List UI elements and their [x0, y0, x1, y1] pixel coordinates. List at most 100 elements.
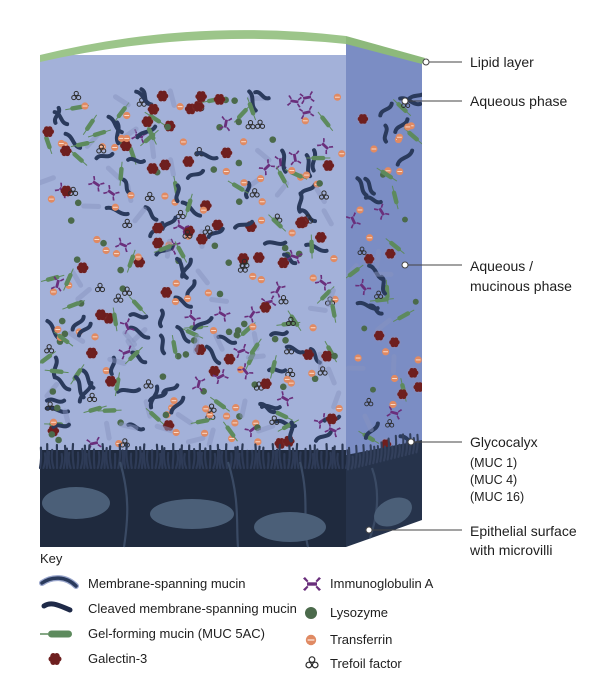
transferrin-molecule [222, 167, 230, 176]
aqueous-side-face [346, 42, 422, 455]
galectin-3-molecule [314, 231, 327, 243]
galectin-3-molecule [260, 378, 272, 390]
transferrin-molecule [49, 288, 58, 296]
faded-mucin [326, 366, 337, 386]
immunoglobulin-a-molecule [114, 237, 132, 253]
cell-nucleus [42, 487, 110, 519]
immunoglobulin-a-molecule [118, 345, 135, 360]
transferrin-molecule [170, 397, 178, 405]
galectin-3-molecule [325, 413, 338, 425]
galectin-3-molecule [302, 349, 315, 360]
gel-mucin-molecule [83, 405, 107, 414]
lysozyme-molecule [231, 97, 238, 104]
immunoglobulin-a-molecule [355, 278, 372, 296]
cleaved-mucin-molecule [233, 219, 255, 230]
trefoil-factor-molecule [374, 290, 384, 299]
galectin-3-molecule [147, 103, 160, 115]
lysozyme-molecule [117, 266, 124, 274]
lysozyme-molecule [279, 383, 287, 391]
transferrin-molecule [123, 134, 131, 143]
glycocalyx-muc1: (MUC 1) [470, 456, 518, 470]
transferrin-molecule [206, 411, 214, 419]
transferrin-molecule [309, 274, 317, 282]
transferrin-molecule [112, 250, 121, 258]
immunoglobulin-a-molecule [346, 212, 361, 229]
transferrin-molecule [239, 138, 248, 146]
cleaved-mucin-molecule [216, 334, 238, 345]
faded-mucin [167, 88, 177, 108]
callout-lines [365, 58, 462, 534]
transferrin-molecule [254, 438, 262, 446]
gel-mucin-molecule [309, 234, 315, 259]
immunoglobulin-a-molecule [316, 138, 334, 155]
faded-mucin [175, 412, 194, 426]
transferrin-molecule [49, 418, 58, 426]
key-title: Key [40, 551, 63, 566]
transferrin-molecule [395, 133, 404, 141]
gel-mucin-molecule [62, 300, 85, 310]
cleaved-mucin-molecule [121, 177, 132, 196]
lysozyme-molecule [58, 317, 66, 325]
cleaved-mucin-molecule [135, 124, 158, 140]
faded-mucin [40, 175, 56, 186]
transferrin-molecule [370, 145, 378, 153]
galectin-3-molecule [208, 365, 221, 377]
galectin-3-molecule [105, 375, 117, 387]
immunoglobulin-a-molecule [219, 115, 233, 132]
trefoil-factor-molecule [245, 119, 256, 130]
faded-mucin [346, 365, 366, 371]
gel-mucin-molecule [346, 264, 364, 280]
microvilli-glycocalyx [38, 433, 419, 471]
trefoil-factor-molecule [144, 191, 155, 202]
cleaved-mucin-molecule [363, 176, 376, 196]
transferrin-molecule [414, 356, 422, 364]
cleaved-mucin-molecule [304, 242, 329, 253]
molecules-side [346, 89, 422, 452]
cleaved-mucin-molecule [253, 90, 271, 101]
transferrin-molecule [134, 253, 142, 261]
cleaved-mucin-molecule [247, 89, 258, 113]
transferrin-molecule [335, 404, 343, 413]
transferrin-molecule [199, 206, 208, 214]
cleaved-mucin-molecule [148, 384, 160, 410]
cleaved-mucin-molecule [169, 395, 186, 415]
galectin-3-molecule [156, 90, 169, 102]
cleaved-mucin-molecule [310, 148, 318, 173]
cell-nucleus [374, 497, 412, 527]
immunoglobulin-a-molecule [374, 203, 390, 221]
transferrin-molecule [47, 195, 55, 203]
immunoglobulin-a-molecule [286, 95, 303, 108]
cleaved-mucin-molecule [258, 401, 277, 415]
trefoil-factor-molecule [96, 144, 107, 154]
cleaved-mucin-molecule [185, 168, 206, 180]
cleaved-mucin-molecule [104, 205, 130, 217]
transferrin-molecule [382, 348, 390, 356]
gel-mucin-icon [40, 630, 72, 638]
cleaved-mucin-molecule [76, 321, 93, 338]
galectin-3-molecule [211, 219, 224, 231]
aqueous-phase-label: Aqueous phase [470, 93, 568, 109]
cleaved-mucin-molecule [158, 333, 167, 356]
faded-mucin [105, 165, 122, 181]
faded-mucin [321, 208, 334, 227]
cleaved-mucin-molecule [204, 344, 222, 366]
transferrin-molecule [389, 400, 397, 409]
faded-mucin [375, 317, 392, 333]
gel-mucin-molecule [392, 309, 415, 323]
cleaved-mucin-molecule [173, 295, 193, 309]
transferrin-molecule [240, 179, 248, 187]
trefoil-factor-molecule [364, 397, 374, 407]
cleaved-mucin-molecule [106, 114, 124, 135]
key-transferrin: Transferrin [330, 632, 393, 647]
lysozyme-molecule [53, 404, 61, 412]
gel-mucin-molecule [317, 111, 334, 132]
transferrin-molecule [404, 123, 412, 131]
galectin-3-molecule [196, 233, 208, 245]
lysozyme-molecule [74, 199, 82, 207]
faded-mucin [325, 287, 336, 307]
transferrin-molecule [396, 167, 404, 176]
trefoil-factor-molecule [357, 246, 367, 256]
transferrin-molecule [222, 412, 231, 420]
gel-mucin-molecule [97, 408, 122, 413]
